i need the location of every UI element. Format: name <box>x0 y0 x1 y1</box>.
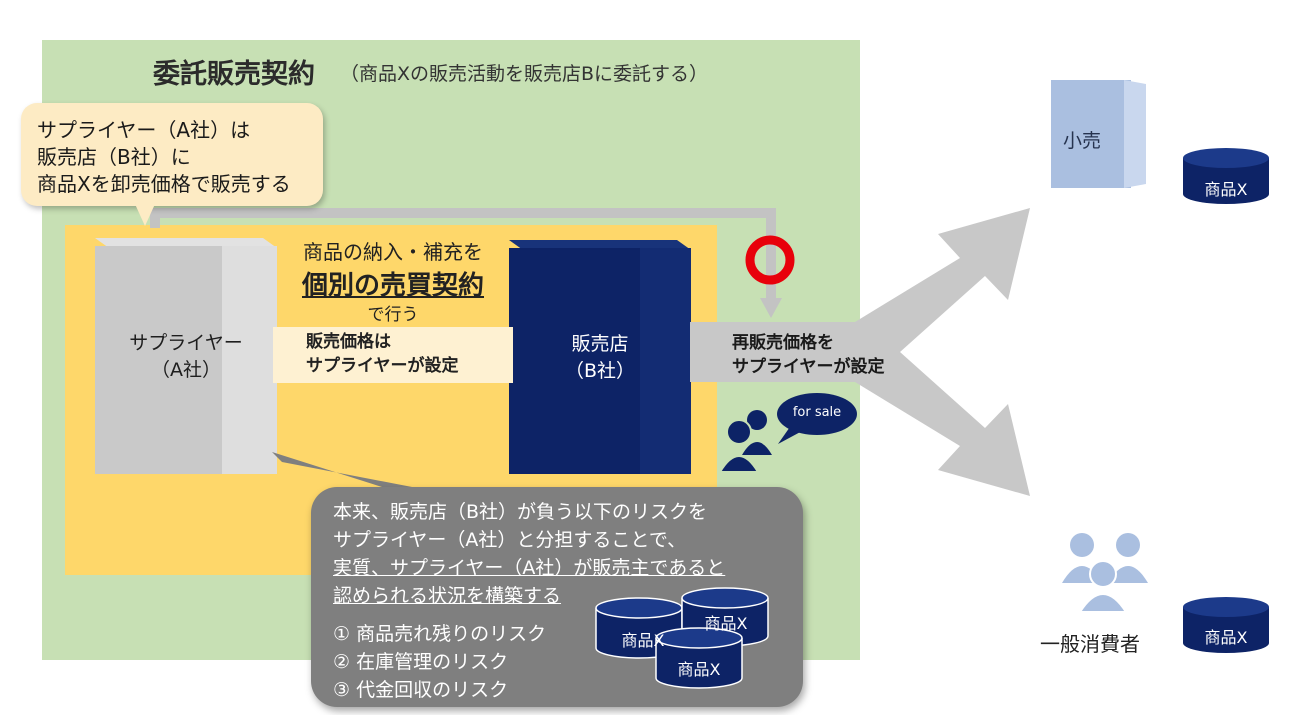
price-band-text: 販売価格は サプライヤーが設定 <box>306 330 459 378</box>
dealer-box-top <box>509 240 691 250</box>
supplier-box-front <box>95 246 235 474</box>
contract-subtitle: （商品Xの販売活動を販売店Bに委託する） <box>340 63 709 85</box>
distribution-arrow-icon <box>690 208 1030 496</box>
dealer-name: 販売店 <box>571 333 629 355</box>
risk-text-line: 認められる状況を構築する <box>333 585 562 607</box>
risk-item-unsold: ① 商品売れ残りのリスク <box>333 623 547 645</box>
callout-line: 商品Xを卸売価格で販売する <box>37 172 291 196</box>
product-stack-graphic <box>595 587 769 689</box>
supplier-label: サプライヤー （A社） <box>95 330 277 384</box>
dealer-box-front <box>509 248 651 474</box>
supplier-box-top <box>95 238 277 248</box>
database-icon <box>1183 148 1269 204</box>
price-band <box>273 327 513 383</box>
product-label: 商品X <box>1204 628 1248 647</box>
risk-text-line: 実質、サプライヤー（A社）が販売主であると <box>333 557 726 579</box>
risk-pointer <box>272 452 412 487</box>
supply-note: 商品の納入・補充を <box>303 240 483 264</box>
database-icon <box>1183 597 1269 653</box>
risk-item-inventory: ② 在庫管理のリスク <box>333 651 509 673</box>
supply-route-arrowhead-icon <box>760 298 782 318</box>
people-icon <box>718 410 772 473</box>
retail-building-front <box>1051 80 1131 188</box>
callout-tail <box>135 204 155 226</box>
retail-building-side <box>1124 80 1146 188</box>
product-label: 商品X <box>704 614 748 633</box>
contract-title: 委託販売契約 <box>153 59 315 90</box>
resale-line: 再販売価格を <box>732 333 834 353</box>
consumer-people-icon <box>1062 533 1148 613</box>
speech-bubble-icon <box>777 393 857 444</box>
supplier-box-side <box>222 246 277 474</box>
price-band-line: 販売価格は <box>306 332 391 352</box>
resale-price-text: 再販売価格を サプライヤーが設定 <box>732 331 885 379</box>
risk-item-collection: ③ 代金回収のリスク <box>333 679 509 701</box>
supply-note-end: で行う <box>367 305 419 325</box>
dealer-label: 販売店 （B社） <box>509 331 691 385</box>
supply-route-line <box>150 208 776 300</box>
for-sale-text: for sale <box>792 405 842 420</box>
database-icon <box>655 627 743 689</box>
individual-sales-contract: 個別の売買契約 <box>301 271 484 301</box>
supplier-company: （A社） <box>151 359 221 381</box>
dealer-company: （B社） <box>564 360 636 382</box>
database-icon <box>595 597 683 659</box>
product-label: 商品X <box>621 631 665 650</box>
callout-line: サプライヤー（A社）は <box>37 118 251 142</box>
supplier-name: サプライヤー <box>129 332 243 354</box>
callout-line: 販売店（B社）に <box>37 145 191 169</box>
risk-text-line: サプライヤー（A社）と分担することで、 <box>333 529 687 551</box>
supplier-callout: サプライヤー（A社）は 販売店（B社）に 商品Xを卸売価格で販売する <box>21 103 323 206</box>
red-circle-icon <box>745 235 795 285</box>
product-label: 商品X <box>1204 180 1248 199</box>
dealer-box-side <box>640 248 691 474</box>
retail-label: 小売 <box>1063 130 1102 152</box>
price-band-line: サプライヤーが設定 <box>306 356 459 376</box>
consumer-label: 一般消費者 <box>1040 632 1140 656</box>
product-label: 商品X <box>677 660 721 679</box>
resale-line: サプライヤーが設定 <box>732 357 885 377</box>
risk-text-line: 本来、販売店（B社）が負う以下のリスクを <box>333 501 708 523</box>
